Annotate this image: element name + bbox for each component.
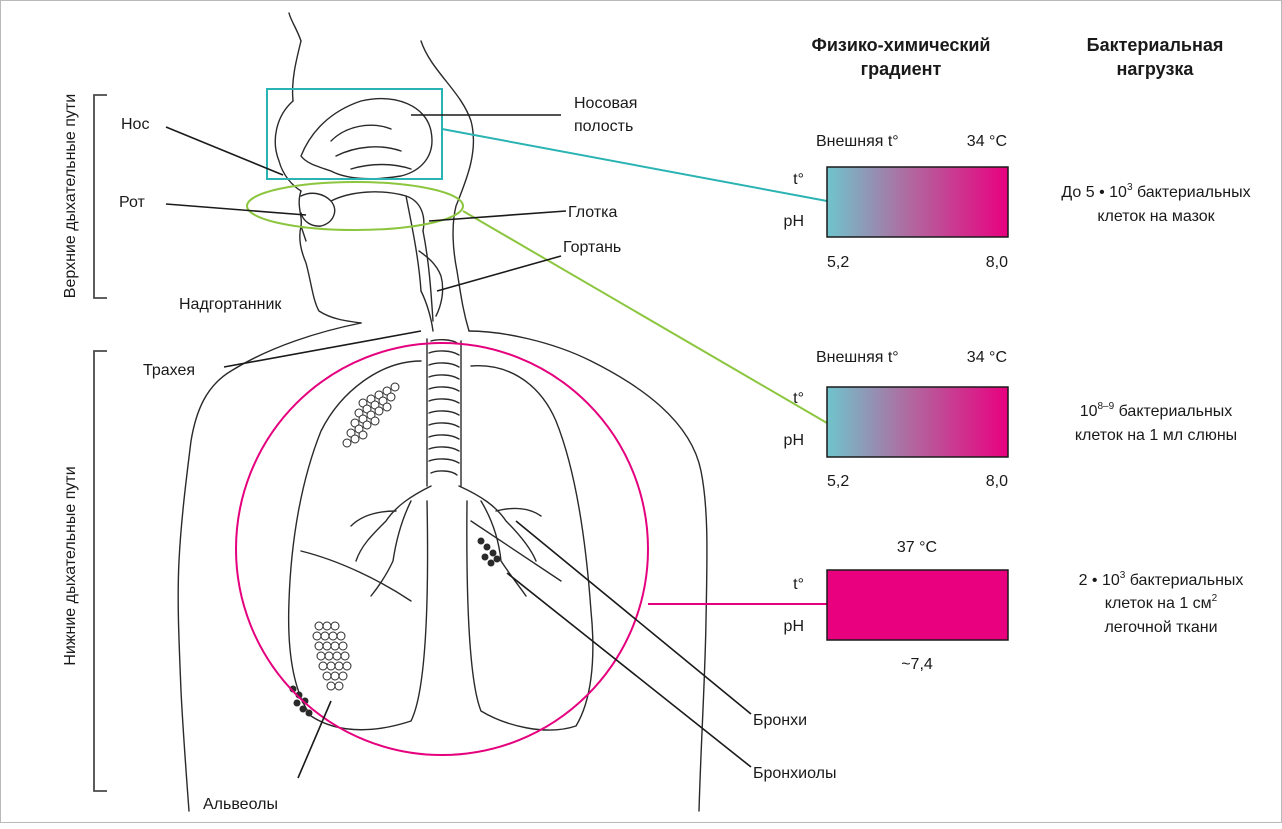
gradient-bar-1: Внешняя t° 34 °C t° pH 5,2 8,0 До 5 • 10… [784, 133, 1251, 271]
g3-load-line-3: легочной ткани [1104, 619, 1217, 636]
g1-top-left: Внешняя t° [816, 133, 899, 150]
g3-top-center: 37 °C [897, 539, 937, 556]
g2-bar [827, 387, 1008, 457]
lower-airways-label: Нижние дыхательные пути [62, 466, 79, 665]
g1-row-ph: pH [784, 213, 804, 230]
g2-row-ph: pH [784, 432, 804, 449]
header-load-1: Бактериальная [1087, 35, 1224, 55]
g2-bottom-right: 8,0 [986, 473, 1008, 490]
label-mouth: Рот [119, 194, 146, 211]
g3-bottom-center: ~7,4 [901, 656, 933, 673]
label-nasal-cavity-2: полость [574, 118, 633, 135]
alveoli-clusters [313, 383, 399, 690]
g3-load-line-2: клеток на 1 см2 [1105, 593, 1218, 612]
connector-green [463, 211, 827, 423]
label-pharynx: Глотка [568, 204, 618, 221]
label-larynx: Гортань [563, 239, 621, 256]
label-alveoli: Альвеолы [203, 796, 278, 813]
g1-load-line-2: клеток на мазок [1097, 208, 1215, 225]
upper-airways-label: Верхние дыхательные пути [62, 94, 79, 298]
header-gradient-2: градиент [861, 59, 942, 79]
lower-bracket [94, 351, 107, 791]
g1-row-t: t° [793, 171, 804, 188]
label-trachea: Трахея [143, 362, 195, 379]
g1-bottom-left: 5,2 [827, 254, 849, 271]
header-gradient-1: Физико-химический [811, 35, 990, 55]
gradient-bar-3: 37 °C t° pH ~7,4 2 • 103 бактериальных к… [784, 539, 1244, 673]
g3-load-line-1: 2 • 103 бактериальных [1079, 570, 1244, 589]
g2-load-line-2: клеток на 1 мл слюны [1075, 427, 1237, 444]
g2-top-left: Внешняя t° [816, 349, 899, 366]
label-nose: Нос [121, 116, 149, 133]
g3-row-t: t° [793, 576, 804, 593]
upper-bracket [94, 95, 107, 298]
label-epiglottis: Надгортанник [179, 296, 282, 313]
mouth-highlight-ellipse [247, 182, 463, 230]
g2-top-right: 34 °C [967, 349, 1007, 366]
header-load-2: нагрузка [1117, 59, 1195, 79]
g1-top-right: 34 °C [967, 133, 1007, 150]
connector-teal [442, 129, 827, 201]
nasal-highlight-rect [267, 89, 442, 179]
g1-bottom-right: 8,0 [986, 254, 1008, 271]
trachea-rings [427, 339, 461, 486]
g2-load-line-1: 108–9 бактериальных [1080, 401, 1233, 420]
label-bronchioles: Бронхиолы [753, 765, 836, 782]
label-nasal-cavity-1: Носовая [574, 95, 637, 112]
label-bronchi: Бронхи [753, 712, 807, 729]
g3-row-ph: pH [784, 618, 804, 635]
g3-bar [827, 570, 1008, 640]
g1-bar [827, 167, 1008, 237]
g1-load-line-1: До 5 • 103 бактериальных [1061, 182, 1250, 201]
gradient-bar-2: Внешняя t° 34 °C t° pH 5,2 8,0 108–9 бак… [784, 349, 1238, 490]
g2-bottom-left: 5,2 [827, 473, 849, 490]
g2-row-t: t° [793, 390, 804, 407]
